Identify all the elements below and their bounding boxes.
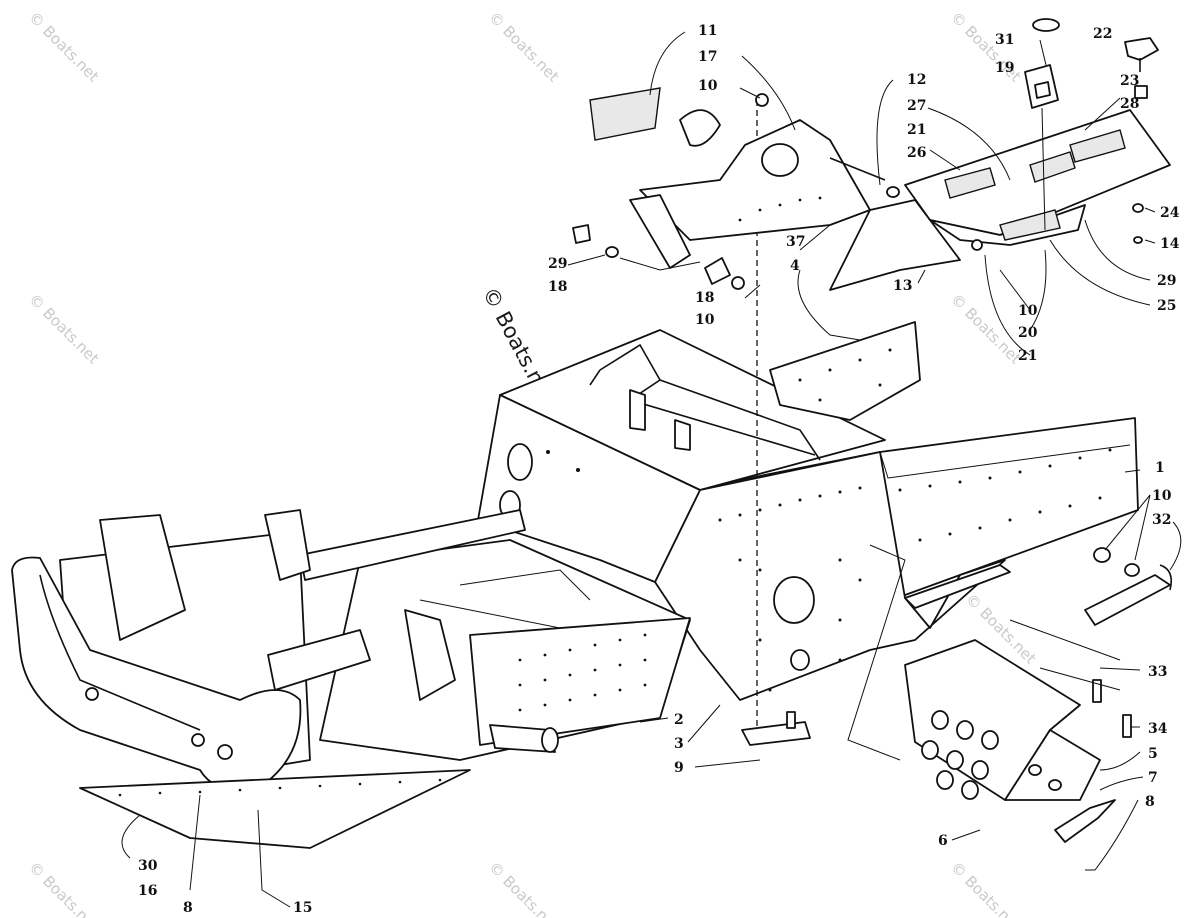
callout-21: 21 — [1018, 348, 1037, 364]
callout-5: 5 — [1148, 746, 1158, 762]
leader-lines — [121, 31, 1182, 908]
callout-14: 14 — [1160, 236, 1180, 252]
callout-10: 10 — [1018, 303, 1038, 319]
callout-10: 10 — [1152, 488, 1172, 504]
console — [886, 18, 1171, 251]
callout-6: 6 — [938, 833, 948, 849]
callout-22: 22 — [1093, 26, 1112, 42]
callout-4: 4 — [790, 258, 800, 274]
callout-28: 28 — [1120, 96, 1139, 112]
callout-30: 30 — [138, 858, 158, 874]
callout-10: 10 — [698, 78, 718, 94]
callout-31: 29 — [548, 256, 567, 272]
front-bulkhead — [11, 509, 691, 849]
watermark-bl: © Boats.net — [25, 858, 103, 918]
callout-35: 34 — [1148, 721, 1168, 737]
bracket-plate — [589, 87, 661, 141]
gasket — [679, 109, 721, 147]
callout-27: 27 — [907, 98, 926, 114]
watermark-tc: © Boats.net — [485, 8, 563, 86]
callout-23: 23 — [1120, 73, 1139, 89]
callout-3: 3 — [674, 736, 684, 752]
watermark-mr: © Boats.net — [947, 290, 1025, 368]
callout-9: 9 — [674, 760, 684, 776]
callout-1: 1 — [1155, 460, 1165, 476]
rear-plate — [769, 321, 921, 421]
mount-plate — [741, 711, 811, 746]
watermark-ml: © Boats.net — [25, 290, 103, 368]
callout-8: 8 — [1145, 794, 1155, 810]
callout-18: 18 — [695, 290, 714, 306]
callout-24: 24 — [1160, 205, 1180, 221]
callout-19: 19 — [995, 60, 1014, 76]
footrest-assembly — [904, 547, 1173, 843]
callout-32: 31 — [995, 32, 1014, 48]
callout-2: 2 — [674, 712, 684, 728]
callout-26: 26 — [907, 145, 926, 161]
callout-20: 20 — [1018, 325, 1038, 341]
callout-34: 33 — [1148, 664, 1167, 680]
watermark-br: © Boats.net — [947, 858, 1025, 918]
callout-8: 8 — [183, 900, 193, 916]
callout-21: 21 — [907, 122, 926, 138]
callout-11: 11 — [698, 23, 717, 39]
callout-13: 13 — [893, 278, 912, 294]
callout-7: 7 — [1148, 770, 1158, 786]
callout-29: 29 — [1157, 273, 1176, 289]
callout-labels: 11 17 10 29 18 18 10 37 4 12 27 21 26 13… — [138, 23, 1180, 916]
steering-support — [629, 119, 871, 269]
callout-18: 18 — [548, 279, 567, 295]
callout-33: 32 — [1152, 512, 1171, 528]
callout-37: 37 — [786, 234, 805, 250]
callout-12: 12 — [907, 72, 926, 88]
callout-25: 25 — [1157, 298, 1176, 314]
callout-17: 17 — [698, 49, 717, 65]
watermark-bc: © Boats.net — [485, 858, 563, 918]
callout-16: 16 — [138, 883, 157, 899]
callout-10: 10 — [695, 312, 715, 328]
watermark-tl: © Boats.net — [25, 8, 103, 86]
callout-15: 15 — [293, 900, 312, 916]
